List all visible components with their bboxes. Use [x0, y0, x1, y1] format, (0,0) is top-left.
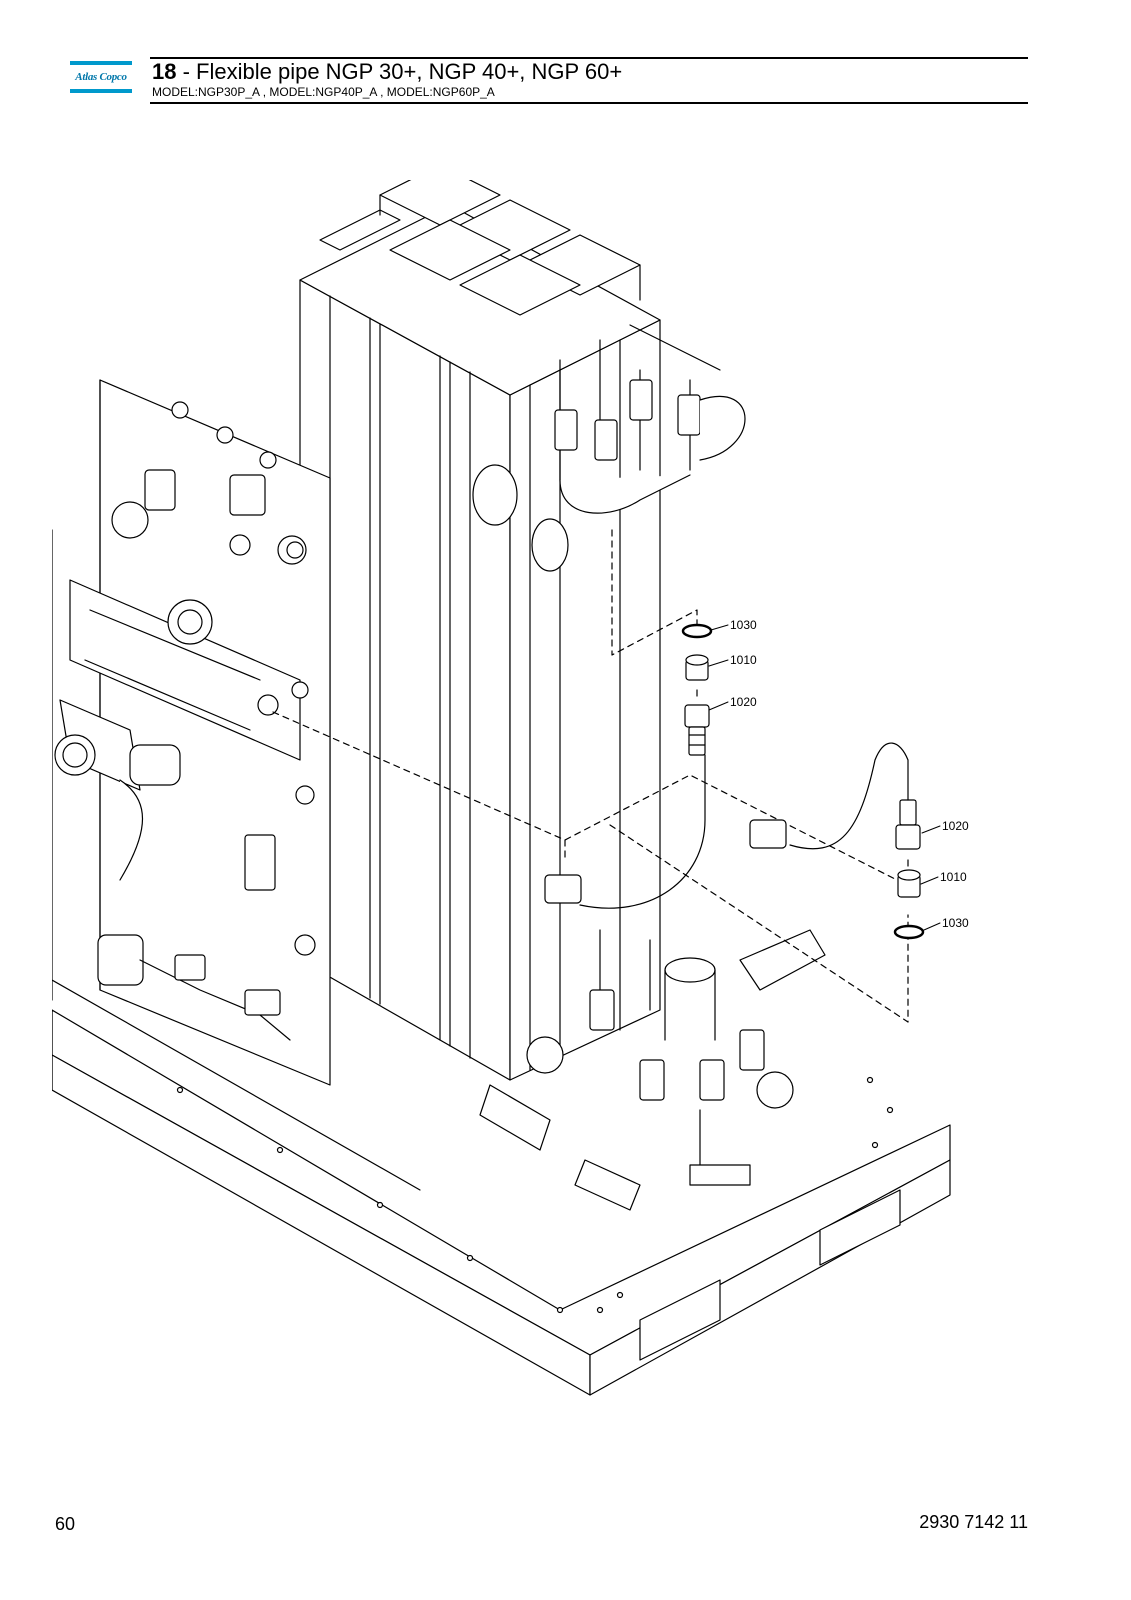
header-rule-top	[150, 57, 1028, 59]
callout-lower-1020: 1020	[942, 819, 969, 833]
callout-labels: 1030 1010 1020 1020 1010 1030	[730, 618, 969, 930]
callout-lower-1030: 1030	[942, 916, 969, 930]
page-number: 60	[55, 1514, 76, 1534]
tower-top-caps	[319, 180, 641, 316]
panel-components	[54, 469, 316, 1041]
section-number: 18	[152, 59, 177, 84]
logo-wordmark: Atlas Copco	[75, 71, 127, 83]
section-title: - Flexible pipe NGP 30+, NGP 40+, NGP 60…	[176, 59, 623, 84]
callout-upper-1030: 1030	[730, 618, 757, 632]
page-title: 18 - Flexible pipe NGP 30+, NGP 40+, NGP…	[152, 59, 622, 85]
atlas-copco-logo: Atlas Copco	[70, 61, 132, 93]
upper-manifold	[472, 324, 746, 572]
callout-lower-1010: 1010	[940, 870, 967, 884]
lower-manifold	[479, 929, 826, 1211]
flexible-hose	[544, 742, 909, 909]
callout-upper-1020: 1020	[730, 695, 757, 709]
base-pallet	[52, 979, 951, 1396]
logo-bar-top	[70, 61, 132, 65]
callout-upper-1010: 1010	[730, 653, 757, 667]
exploded-view-drawing: 1030 1010 1020 1020 1010 1030	[52, 180, 969, 1396]
header-rule-bottom	[150, 102, 1028, 104]
lower-fitting-stack	[893, 799, 925, 940]
adsorption-towers	[299, 204, 661, 1081]
pallet-holes	[176, 1076, 894, 1314]
upper-fitting-stack	[681, 623, 713, 756]
model-list: MODEL:NGP30P_A , MODEL:NGP40P_A , MODEL:…	[152, 85, 495, 99]
document-number: 2930 7142 11	[919, 1512, 1028, 1532]
callout-leaders	[708, 624, 941, 931]
logo-bar-bottom	[70, 89, 132, 93]
